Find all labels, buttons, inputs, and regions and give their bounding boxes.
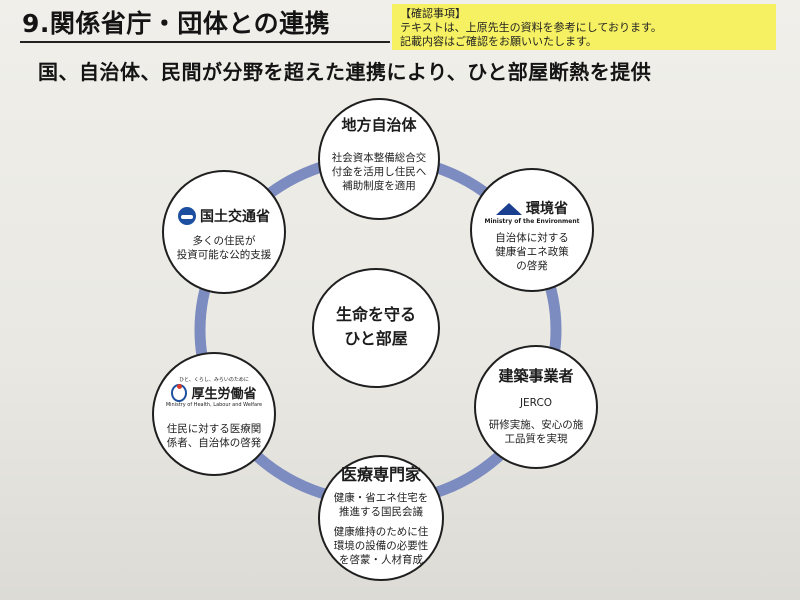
review-note-label: 【確認事項】 (400, 7, 466, 20)
builders-org: JERCO (519, 397, 553, 409)
local-gov-line1: 社会資本整備総合交 (331, 152, 427, 164)
review-note-line1: テキストは、上原先生の資料を参考にしております。 (400, 21, 662, 34)
mlit-name: 国土交通省 (200, 209, 270, 225)
page-subtitle: 国、自治体、民間が分野を超えた連携により、ひと部屋断熱を提供 (38, 60, 652, 84)
node-ministry-land: 国土交通省 多くの住民が 投資可能な公的支援 (162, 170, 286, 294)
mhlw-logo: 厚生労働省 (154, 383, 274, 402)
local-gov-title: 地方自治体 (341, 116, 417, 134)
mlit-line1: 多くの住民が (192, 235, 256, 247)
mhlw-line1: 住民に対する医療関 (166, 423, 262, 435)
mhlw-tagline: ひと、くらし、みらいのために (179, 377, 249, 383)
mhlw-subname: Ministry of Health, Labour and Welfare (165, 402, 263, 408)
builders-line1: 研修実施、安心の施 (488, 419, 584, 431)
env-line1: 自治体に対する (495, 232, 569, 244)
env-text: 自治体に対する 健康省エネ政策 の啓発 (472, 231, 592, 273)
medical-line1: 健康・省エネ住宅を (333, 492, 429, 504)
local-gov-text: 社会資本整備総合交 付金を活用し住民へ 補助制度を適用 (320, 151, 438, 193)
medical-text-2: 健康維持のために住 環境の設備の必要性 を啓蒙・人材育成 (320, 525, 442, 567)
medical-line3: 健康維持のために住 (333, 526, 429, 538)
mlit-text: 多くの住民が 投資可能な公的支援 (164, 234, 284, 262)
center-line1: 生命を守る (335, 305, 416, 324)
medical-line4: 環境の設備の必要性 (333, 540, 429, 552)
env-line3: の啓発 (516, 260, 548, 272)
builders-line2: 工品質を実現 (504, 433, 568, 445)
medical-line2: 推進する国民会議 (339, 506, 423, 518)
builders-title: 建築事業者 (498, 367, 574, 385)
medical-line5: を啓蒙・人材育成 (339, 554, 423, 566)
center-line2: ひと部屋 (344, 329, 408, 348)
mhlw-line2: 係者、自治体の啓発 (166, 437, 262, 449)
medical-title: 医療専門家 (340, 465, 421, 484)
mlit-emblem-icon (178, 207, 196, 225)
center-circle: 生命を守る ひと部屋 (312, 268, 440, 388)
env-logo-icon (496, 199, 522, 217)
mlit-line2: 投資可能な公的支援 (176, 249, 272, 261)
title-underline (20, 41, 390, 43)
local-gov-line3: 補助制度を適用 (342, 180, 416, 192)
builders-text: 研修実施、安心の施 工品質を実現 (476, 418, 596, 446)
env-name: 環境省 (526, 201, 568, 217)
mhlw-logo-icon (171, 383, 188, 402)
node-medical-experts: 医療専門家 健康・省エネ住宅を 推進する国民会議 健康維持のために住 環境の設備… (318, 455, 444, 581)
node-ministry-environment: 環境省 Ministry of the Environment 自治体に対する … (470, 168, 594, 292)
env-logo: 環境省 (472, 198, 592, 218)
env-line2: 健康省エネ政策 (495, 246, 569, 258)
page-title: 9.関係省庁・団体との連携 (22, 9, 331, 38)
mhlw-name: 厚生労働省 (191, 387, 257, 402)
medical-text-1: 健康・省エネ住宅を 推進する国民会議 (320, 491, 442, 519)
local-gov-line2: 付金を活用し住民へ (331, 166, 427, 178)
review-note-line2: 記載内容はご確認をお願いいたします。 (400, 35, 597, 48)
mlit-logo: 国土交通省 (164, 206, 284, 226)
node-builders: 建築事業者 JERCO 研修実施、安心の施 工品質を実現 (474, 345, 598, 469)
node-local-government: 地方自治体 社会資本整備総合交 付金を活用し住民へ 補助制度を適用 (318, 98, 440, 220)
review-note: 【確認事項】 テキストは、上原先生の資料を参考にしております。 記載内容はご確認… (392, 4, 776, 50)
node-ministry-health: ひと、くらし、みらいのために 厚生労働省 Ministry of Health,… (152, 352, 276, 476)
env-subname: Ministry of the Environment (484, 218, 580, 225)
mhlw-text: 住民に対する医療関 係者、自治体の啓発 (154, 422, 274, 450)
